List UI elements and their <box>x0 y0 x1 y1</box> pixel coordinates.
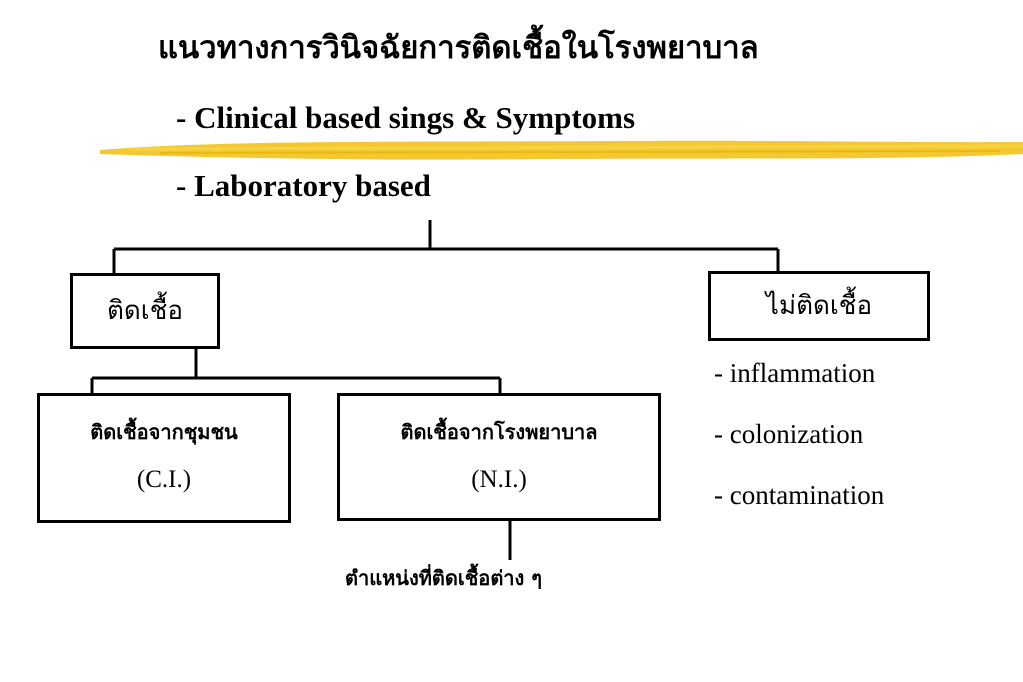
node-hospital-label: ติดเชื้อจากโรงพยาบาล <box>400 420 598 444</box>
node-community-abbr: (C.I.) <box>136 466 192 493</box>
node-hospital-abbr: (N.I.) <box>471 466 527 493</box>
list-item: - contamination <box>714 480 885 510</box>
highlighter-stroke <box>100 140 1023 160</box>
list-item: - inflammation <box>714 358 876 388</box>
slide-title: แนวทางการวินิจฉัยการติดเชื้อในโรงพยาบาล <box>158 30 759 66</box>
node-not-infected: ไม่ติดเชื้อ <box>708 271 930 341</box>
not-infected-list: - inflammation - colonization - contamin… <box>714 350 884 533</box>
node-community-label: ติดเชื้อจากชุมชน <box>90 420 238 444</box>
list-item: - colonization <box>714 419 864 449</box>
node-community-infection: ติดเชื้อจากชุมชน (C.I.) <box>37 393 291 523</box>
bullet-laboratory: - Laboratory based <box>176 168 431 203</box>
node-hospital-infection: ติดเชื้อจากโรงพยาบาล (N.I.) <box>337 393 661 521</box>
infection-sites-note: ตำแหน่งที่ติดเชื้อต่าง ๆ <box>345 566 543 590</box>
bullet-clinical: - Clinical based sings & Symptoms <box>176 100 636 135</box>
node-infected-label: ติดเชื้อ <box>107 296 183 326</box>
node-not-infected-label: ไม่ติดเชื้อ <box>765 291 873 321</box>
node-infected: ติดเชื้อ <box>70 273 220 349</box>
